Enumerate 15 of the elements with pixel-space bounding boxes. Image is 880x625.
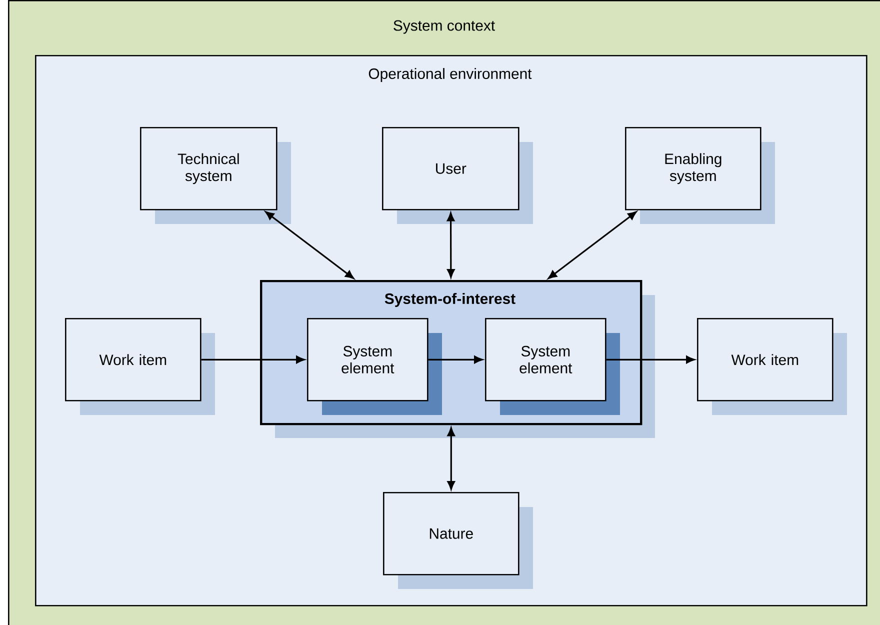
process-box: Nature: [383, 492, 533, 589]
process-box: Technical system: [140, 127, 291, 224]
arrow: [447, 427, 455, 490]
arrow: [446, 212, 455, 278]
arrow: [201, 356, 305, 364]
arrow: [606, 356, 695, 364]
process-box: Work item: [65, 318, 215, 415]
element-box: System element: [485, 318, 620, 415]
process-box: Work item: [697, 318, 847, 415]
arrow: [548, 211, 637, 279]
arrow: [265, 211, 354, 279]
element-box: System element: [307, 318, 442, 415]
process-box: Enabling system: [625, 127, 775, 224]
arrow: [428, 356, 483, 364]
process-box: User: [382, 127, 533, 224]
